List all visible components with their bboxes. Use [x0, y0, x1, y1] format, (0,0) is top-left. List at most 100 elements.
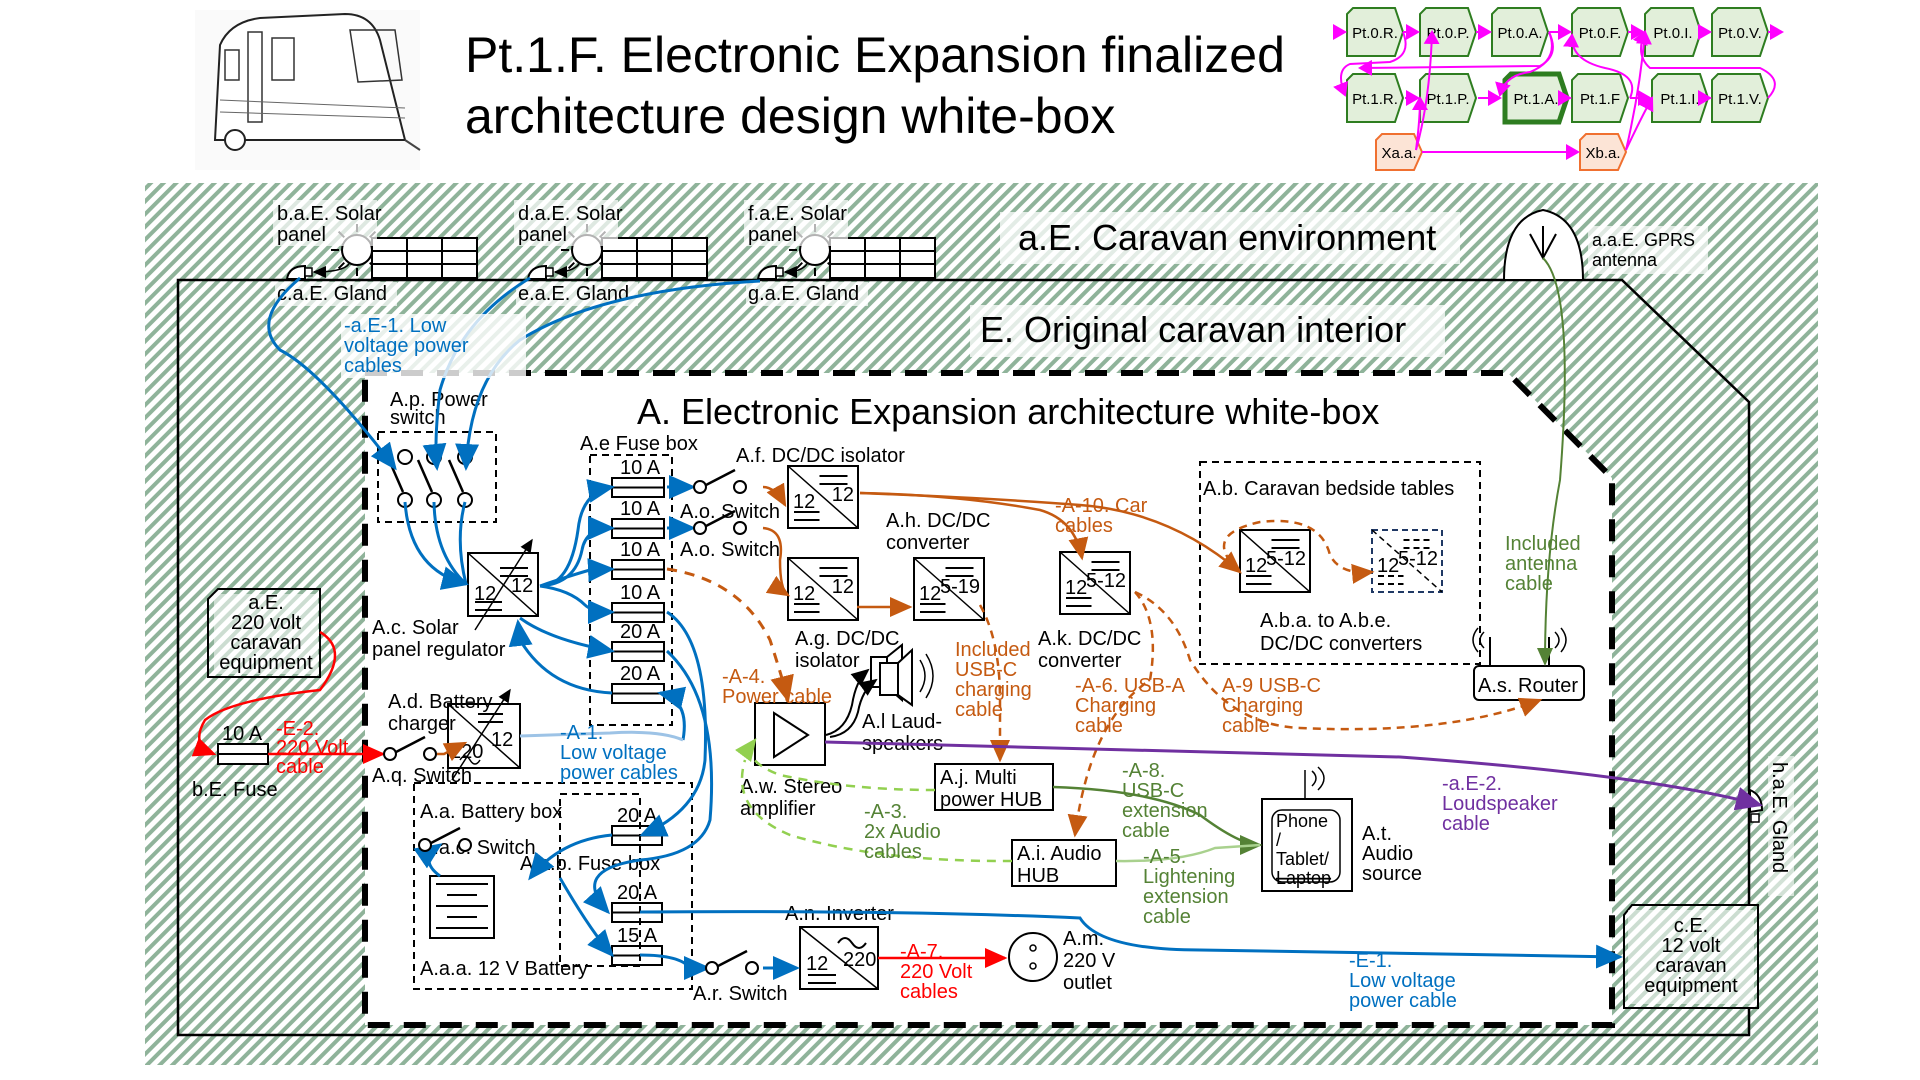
- fuse-5: [611, 641, 665, 662]
- cable-E2-label: 220 Volt: [276, 737, 349, 759]
- cable-A3-label: -A-3.: [864, 801, 907, 823]
- switch-o2-label: A.o. Switch: [680, 539, 780, 561]
- gprs-antenna-label-1: a.a.E. GPRS: [1592, 230, 1695, 250]
- cable-E1-label: -E-1.: [1349, 950, 1392, 972]
- cable-aE1-label: voltage power: [344, 335, 469, 357]
- nav-phase-pt1r[interactable]: Pt.1.R.: [1346, 73, 1405, 123]
- amplifier-icon: [754, 702, 826, 766]
- nav-xaa[interactable]: Xa.a.: [1375, 133, 1424, 171]
- bedside-conv-e-icon-out: 5-12: [1398, 548, 1438, 570]
- nav-phase-pt1a-label: Pt.1.A.: [1513, 91, 1558, 108]
- nav-phase-pt0a[interactable]: Pt.0.A.: [1491, 7, 1550, 57]
- nav-xaa-label: Xa.a.: [1381, 145, 1416, 162]
- switch-q-icon[interactable]: [383, 735, 437, 761]
- amplifier-label-1: A.w. Stereo: [740, 776, 842, 798]
- cable-A5-label: Lightening: [1143, 866, 1235, 888]
- bedside-conv-label-2: DC/DC converters: [1260, 633, 1422, 655]
- nav-phase-pt0i[interactable]: Pt.0.I.: [1644, 7, 1703, 57]
- interior-zone: [176, 278, 1751, 1037]
- fuse-rating: 20 A: [620, 621, 661, 643]
- cable-A1-label: power cables: [560, 762, 678, 784]
- switch-r-icon[interactable]: [705, 949, 759, 975]
- audio-source-label-2: Audio: [1362, 843, 1413, 865]
- dcdc-h-icon-in: 12: [919, 583, 941, 605]
- battery-fuse-rating: 15 A: [617, 925, 658, 947]
- solar-regulator-label-1: A.c. Solar: [372, 617, 459, 639]
- outlet-label-3: outlet: [1063, 972, 1112, 994]
- cable-A3: [735, 737, 936, 792]
- nav-xba-label: Xb.a.: [1585, 145, 1620, 162]
- battery-fuse-rating: 20 A: [617, 882, 658, 904]
- dcdc-h-label-2: converter: [886, 532, 970, 554]
- switch-o2-icon[interactable]: [693, 509, 747, 535]
- solar-panel-2: [526, 224, 708, 280]
- phone-label-3: Tablet/: [1276, 849, 1329, 869]
- dcdc-k-icon: 125-12: [1059, 551, 1131, 615]
- bedside-conv-a-icon-out: 5-12: [1266, 548, 1306, 570]
- cable-aE2-label: -a.E-2.: [1442, 773, 1502, 795]
- gland-label: g.a.E. Gland: [748, 283, 859, 305]
- nav-phase-pt1i-label: Pt.1.I.: [1660, 91, 1699, 108]
- dcdc-f-icon-in: 12: [793, 491, 815, 513]
- fuse-2: [611, 518, 665, 539]
- nav-phase-pt1f[interactable]: Pt.1.F: [1571, 73, 1630, 123]
- page-title-line2: architecture design white-box: [465, 88, 1115, 144]
- nav-phase-pt0r[interactable]: Pt.0.R.: [1346, 7, 1405, 57]
- nav-phase-pt1f-label: Pt.1.F: [1580, 91, 1620, 108]
- solar-panel-label: panel: [748, 224, 797, 246]
- nav-phase-pt0f[interactable]: Pt.0.F.: [1571, 7, 1630, 57]
- nav-phase-pt0a-label: Pt.0.A.: [1497, 25, 1542, 42]
- nav-phase-pt0r-label: Pt.0.R.: [1352, 25, 1398, 42]
- cable-A4-label: Power cable: [722, 686, 832, 708]
- battery-switch-icon[interactable]: [418, 826, 472, 852]
- caravan-sketch: [195, 10, 421, 170]
- multi-hub-label-1: A.j. Multi: [940, 767, 1017, 789]
- nav-phase-pt0v-label: Pt.0.V.: [1718, 25, 1762, 42]
- nav-phase-pt0v[interactable]: Pt.0.V.: [1711, 7, 1770, 57]
- gland-label: e.a.E. Gland: [518, 283, 629, 305]
- dcdc-h-label-1: A.h. DC/DC: [886, 510, 990, 532]
- audio-hub: [1011, 839, 1117, 887]
- switch-o1-icon[interactable]: [693, 468, 747, 494]
- bedside-tables-label: A.b. Caravan bedside tables: [1203, 478, 1454, 500]
- dcdc-k-label-1: A.k. DC/DC: [1038, 628, 1141, 650]
- cable-A5-label: cable: [1143, 906, 1191, 928]
- nav-phase-pt1i[interactable]: Pt.1.I.: [1651, 73, 1710, 123]
- cable-A6: [1067, 591, 1155, 838]
- dcdc-k-icon-out: 5-12: [1086, 570, 1126, 592]
- whitebox-title: A. Electronic Expansion architecture whi…: [637, 391, 1379, 432]
- gland-label: c.a.E. Gland: [277, 283, 387, 305]
- phone-label-4: Laptop: [1276, 868, 1331, 888]
- nav-xba[interactable]: Xb.a.: [1579, 133, 1628, 171]
- nav-phase-pt0p[interactable]: Pt.0.P.: [1419, 7, 1478, 57]
- battery-fuse-rating: 20 A: [617, 805, 658, 827]
- equipment-12v-label: caravan: [1655, 955, 1726, 977]
- solar-panel-label: f.a.E. Solar: [748, 203, 847, 225]
- cable-A8: [1052, 785, 1263, 855]
- solar-panel-label: panel: [277, 224, 326, 246]
- bedside-conv-e-icon: 125-12: [1371, 529, 1443, 593]
- switch-q-label: A.q. Switch: [372, 765, 472, 787]
- fuse-rating: 10 A: [620, 457, 661, 479]
- antenna-cable-label: antenna: [1505, 553, 1578, 575]
- solar-regulator-label-2: panel regulator: [372, 639, 506, 661]
- battery-charger-label-1: A.d. Battery: [388, 691, 493, 713]
- phase-navigation: Pt.0.R. Pt.0.P. Pt.0.A. Pt.0.F. Pt.0.I. Pt.0.…: [1333, 7, 1784, 171]
- cable-A5: [1115, 843, 1261, 863]
- cable-E1: [639, 910, 1623, 969]
- fuse-rating: 20 A: [620, 663, 661, 685]
- cable-usbc-included-label: USB-C: [955, 659, 1017, 681]
- nav-phase-pt1p[interactable]: Pt.1.P.: [1419, 73, 1478, 123]
- page-title-line1: Pt.1.F. Electronic Expansion finalized: [465, 27, 1285, 83]
- nav-phase-pt1a[interactable]: Pt.1.A.: [1502, 71, 1570, 125]
- solar-regulator-icon: [467, 538, 539, 631]
- equipment-220v-label: a.E.: [248, 592, 284, 614]
- nav-phase-pt1v[interactable]: Pt.1.V.: [1711, 73, 1770, 123]
- cables: [191, 257, 1763, 980]
- cable-A5-label: extension: [1143, 886, 1229, 908]
- inverter-label: A.n. Inverter: [785, 903, 894, 925]
- cable-A6-label: Charging: [1075, 695, 1156, 717]
- dcdc-g-icon-out: 12: [832, 576, 854, 598]
- outlet-label-1: A.m.: [1063, 928, 1104, 950]
